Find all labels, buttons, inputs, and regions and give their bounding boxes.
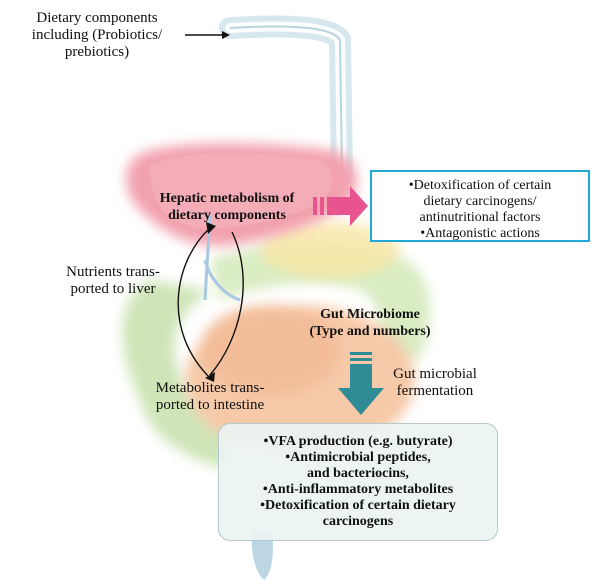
fermentation-label: Gut microbial fermentation	[380, 366, 490, 400]
label-line: dietary components	[168, 208, 286, 223]
detox-arrow	[313, 186, 368, 226]
detox-item: •Detoxification of certain	[408, 178, 552, 193]
hepatic-metabolism-label: Hepatic metabolism of dietary components	[132, 190, 322, 224]
esophagus	[219, 15, 353, 186]
metabolites-transport-label: Metabolites trans- ported to intestine	[140, 380, 280, 414]
label-line: ported to liver	[70, 281, 156, 297]
input-arrow	[185, 31, 230, 39]
outcome-item: •Antimicrobial peptides,	[285, 450, 431, 465]
fermentation-arrow	[338, 352, 384, 415]
outcome-item: and bacteriocins,	[307, 466, 409, 481]
detoxification-box: •Detoxification of certain dietary carci…	[370, 170, 590, 242]
gut-microbiome-label: Gut Microbiome (Type and numbers)	[290, 306, 450, 340]
label-line: Dietary components	[36, 10, 158, 26]
label-line: Gut microbial	[393, 366, 477, 382]
outcome-item: •Detoxification of certain dietary	[260, 498, 456, 513]
outcome-item: •VFA production (e.g. butyrate)	[263, 434, 453, 449]
label-line: ported to intestine	[155, 397, 265, 413]
label-line: including (Probiotics/	[31, 27, 163, 43]
label-line: fermentation	[396, 383, 474, 399]
liver	[126, 143, 357, 246]
stomach	[260, 222, 400, 278]
outcome-item: •Anti-inflammatory metabolites	[262, 482, 454, 497]
transport-arrows	[177, 227, 244, 381]
detox-item: dietary carcinogens/	[423, 194, 537, 209]
label-line: (Type and numbers)	[309, 324, 431, 339]
microbial-outcomes-box: •VFA production (e.g. butyrate) •Antimic…	[218, 423, 498, 541]
outcome-item: carcinogens	[322, 514, 394, 529]
arrow-head-down	[205, 372, 215, 382]
arrow-head-up	[206, 222, 216, 234]
label-line: prebiotics)	[64, 44, 130, 60]
label-line: Gut Microbiome	[320, 307, 420, 322]
rectum	[251, 530, 273, 580]
label-line: Metabolites trans-	[155, 380, 265, 396]
label-line: Hepatic metabolism of	[159, 191, 295, 206]
small-intestine	[185, 305, 415, 455]
detox-item: •Antagonistic actions	[420, 226, 540, 241]
detox-item: antinutritional factors	[419, 210, 541, 225]
nutrients-transport-label: Nutrients trans- ported to liver	[48, 264, 178, 298]
label-line: Nutrients trans-	[66, 264, 160, 280]
dietary-components-label: Dietary components including (Probiotics…	[8, 10, 186, 61]
